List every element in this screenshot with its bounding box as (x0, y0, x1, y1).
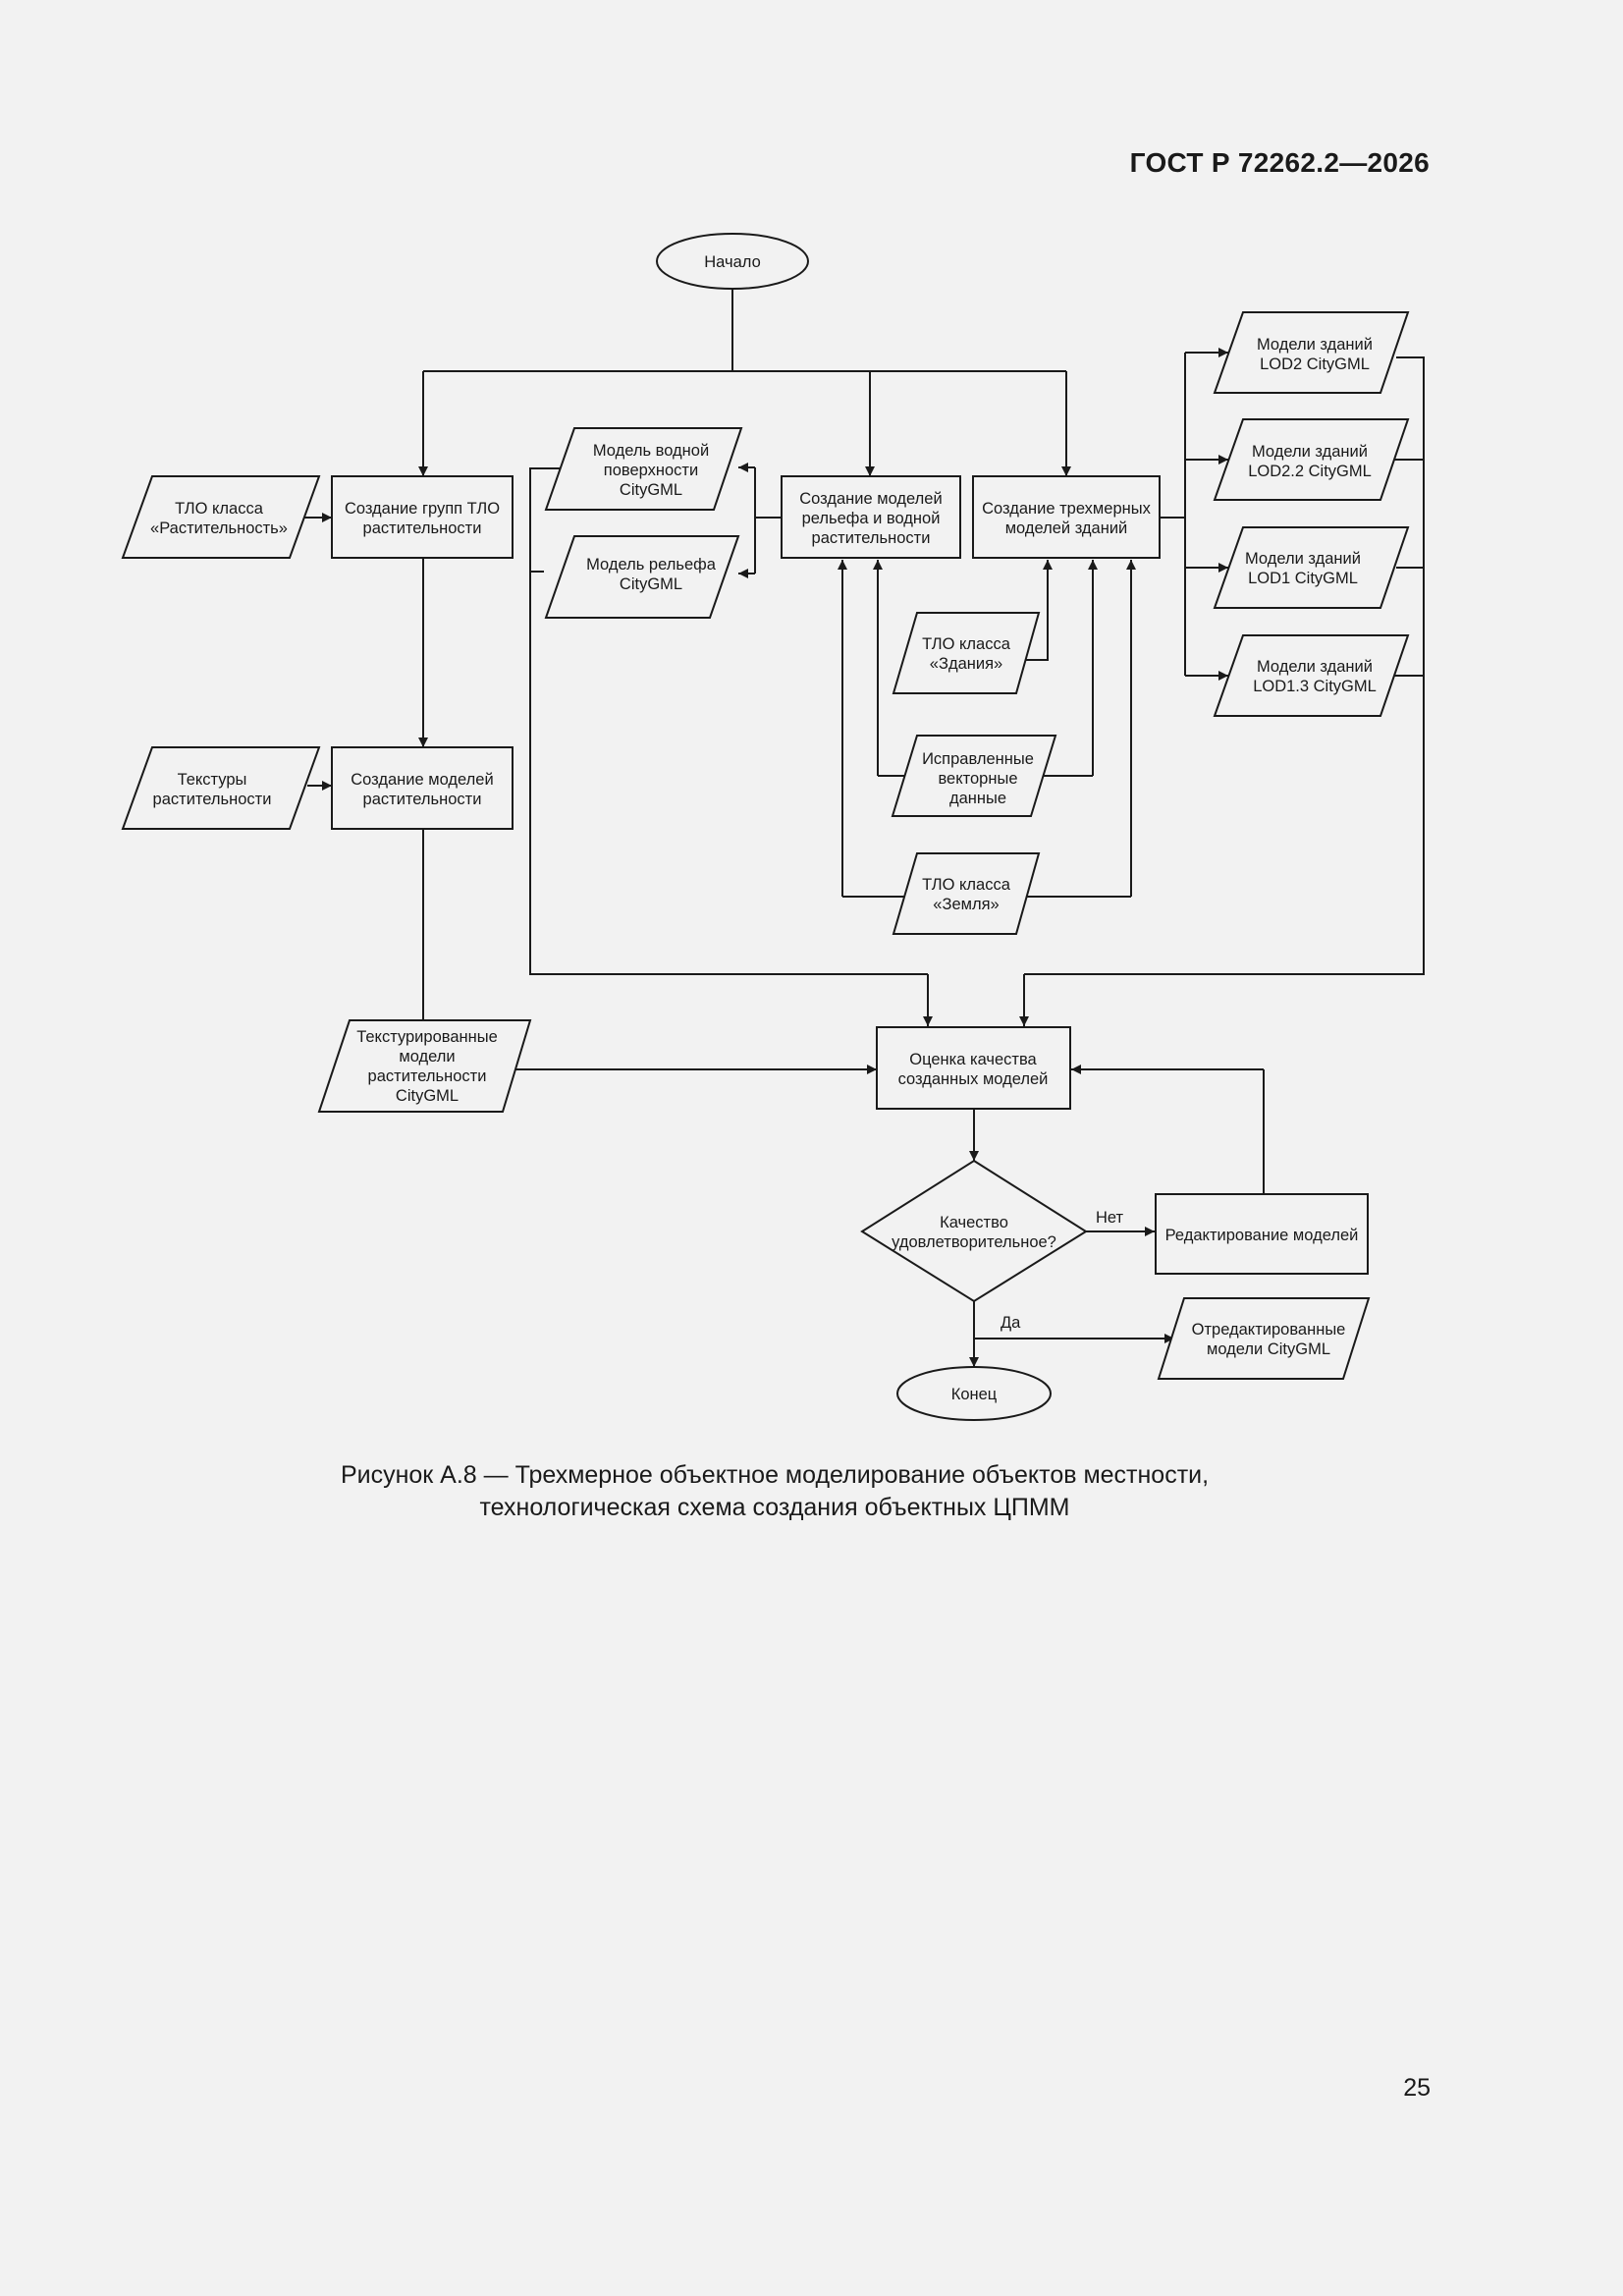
shape-label-line: растительности (812, 529, 931, 547)
shape-label-line: поверхности (604, 462, 698, 479)
shape-label-line: ТЛО класса (922, 635, 1011, 653)
shape-label-line: Текстурированные (356, 1028, 498, 1046)
data-tlo-earth: ТЛО класса «Земля» (892, 852, 1041, 935)
shape-label-line: CityGML (620, 481, 682, 499)
shape-label-line: модели CityGML (1207, 1340, 1330, 1358)
shape-label-line: LOD2.2 CityGML (1248, 463, 1372, 480)
shape-label-line: Создание групп ТЛО (345, 500, 500, 518)
svg-text:Редактирование моделей: Редактирование моделей (1165, 1227, 1359, 1244)
shape-label-line: Отредактированные (1192, 1321, 1346, 1339)
process-quality-assessment: Оценка качества созданных моделей (876, 1026, 1071, 1110)
start-label: Начало (704, 253, 761, 271)
shape-label-line: растительности (153, 791, 272, 808)
shape-label-line: модели (399, 1048, 455, 1066)
svg-text:ТЛО класса«Земля»: ТЛО класса «Земля» (922, 876, 1011, 913)
svg-text:ТЛО класса«Здания»: ТЛО класса «Здания» (922, 635, 1011, 673)
svg-text:ТЛО класса«Растительность»: ТЛО класса«Растительность» (150, 500, 288, 537)
shape-label-line: данные (949, 790, 1006, 807)
shape-label-line: Начало (704, 253, 761, 271)
shape-label-line: растительности (363, 791, 482, 808)
shape-label-line: ТЛО класса (922, 876, 1011, 894)
shape-label-line: Редактирование моделей (1165, 1227, 1359, 1244)
connectors (300, 289, 1425, 1367)
shape-label-line: растительности (368, 1067, 487, 1085)
shape-label-line: удовлетворительное? (892, 1233, 1056, 1251)
end-label: Конец (951, 1386, 998, 1403)
shape-label-line: Текстуры (178, 771, 247, 789)
shape-label-line: «Растительность» (150, 519, 288, 537)
shape-label-line: Конец (951, 1386, 998, 1403)
shape-label-line: Модели зданий (1245, 550, 1361, 568)
data-tlo-buildings: ТЛО класса «Здания» (892, 612, 1041, 694)
shape-label-line: LOD1 CityGML (1248, 570, 1358, 587)
figure-caption-line2: технологическая схема создания объектных… (479, 1494, 1070, 1521)
shape-label-line: Модели зданий (1257, 658, 1373, 676)
shape-label-line: Модели зданий (1252, 443, 1368, 461)
shape-label-line: Модель рельефа (586, 556, 717, 574)
process-create-relief-water: Создание моделей рельефа и водной растител… (781, 475, 961, 559)
shape-label-line: Создание моделей (351, 771, 493, 789)
shape-label-line: рельефа и водной (802, 510, 941, 527)
end-terminator: Конец (896, 1366, 1052, 1421)
document-code: ГОСТ Р 72262.2—2026 (1129, 147, 1430, 178)
start-terminator: Начало (656, 233, 809, 290)
shape-label-line: ТЛО класса (175, 500, 264, 518)
page-number: 25 (1403, 2074, 1431, 2102)
shape-label-line: Качество (940, 1214, 1008, 1231)
shape-label-line: LOD2 CityGML (1260, 355, 1370, 373)
shape-label-line: «Здания» (930, 655, 1002, 673)
shape-label-line: Модели зданий (1257, 336, 1373, 354)
decision-quality: Качество удовлетворительное? (860, 1159, 1088, 1303)
figure-caption-line1: Рисунок А.8 — Трехмерное объектное модел… (340, 1461, 1210, 1489)
shape-label-line: CityGML (620, 575, 682, 593)
shape-label-line: «Земля» (933, 896, 999, 913)
shape-label-line: Оценка качества (909, 1051, 1037, 1068)
data-vegetation-textures: Текстуры растительности (121, 746, 321, 830)
shape-label-line: Модель водной (593, 442, 709, 460)
shape-label-line: LOD1.3 CityGML (1253, 678, 1377, 695)
shape-label-line: Исправленные (922, 750, 1034, 768)
label-yes: Да (1001, 1314, 1021, 1332)
shape-label-line: CityGML (396, 1087, 459, 1105)
shape-label-line: Создание моделей (799, 490, 942, 508)
shape-label-line: Создание трехмерных (982, 500, 1151, 518)
process-create-vegetation-models: Создание моделей растительности (331, 746, 514, 830)
shape-label-line: моделей зданий (1005, 519, 1128, 537)
label-no: Нет (1096, 1209, 1124, 1227)
data-corrected-vector: Исправленные векторные данные (891, 735, 1057, 817)
shape-label-line: растительности (363, 519, 482, 537)
figure-caption: Рисунок А.8 — Трехмерное объектное модел… (0, 1459, 1549, 1524)
data-tlo-vegetation: ТЛО класса«Растительность» (121, 475, 321, 559)
shape-label-line: векторные (938, 770, 1017, 788)
process-edit-models: Редактирование моделей (1155, 1193, 1369, 1275)
shape-label-line: созданных моделей (898, 1070, 1049, 1088)
